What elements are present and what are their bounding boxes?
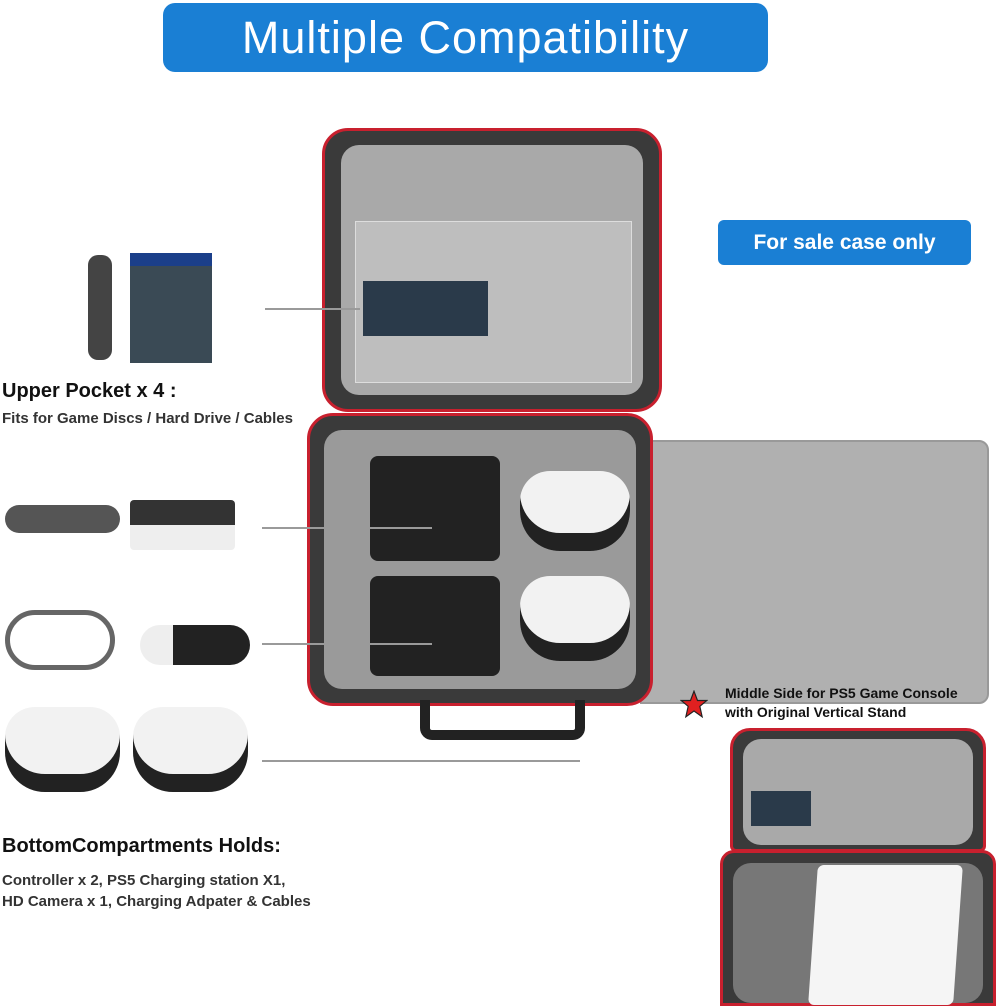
charging-station-image [130, 500, 235, 550]
controller-image [5, 707, 120, 792]
hdmi-cable-image [5, 610, 115, 670]
controller-in-case [520, 576, 630, 661]
title: Multiple Compatibility [241, 11, 690, 63]
pointer-line [265, 308, 360, 310]
controller-in-case [520, 471, 630, 551]
ps5-console [808, 865, 963, 1005]
sale-note-badge: For sale case only [718, 220, 971, 265]
case-handle [420, 700, 585, 740]
pointer-line [262, 527, 432, 529]
game-disc-image [130, 253, 212, 363]
middle-note-line-1: Middle Side for PS5 Game Console [725, 685, 958, 701]
case-flap [640, 440, 989, 704]
small-case-lower [720, 850, 996, 1006]
hd-camera-image [140, 625, 250, 665]
case-lower [307, 413, 653, 706]
bottom-detail-1: Controller x 2, PS5 Charging station X1, [2, 872, 286, 889]
cable-image [88, 255, 112, 360]
pointer-line [262, 643, 432, 645]
bottom-detail-2: HD Camera x 1, Charging Adpater & Cables [2, 893, 311, 910]
middle-note-line-2: with Original Vertical Stand [725, 704, 907, 720]
star-icon [680, 690, 708, 718]
bottom-compartments-heading: BottomCompartments Holds: [2, 835, 281, 857]
pointer-line [262, 760, 580, 762]
accessory-compartment [370, 456, 500, 561]
accessory-compartment [370, 576, 500, 676]
title-banner: Multiple Compatibility [163, 3, 768, 72]
sale-note: For sale case only [753, 230, 936, 254]
case-upper-lid [322, 128, 662, 412]
middle-side-note: Middle Side for PS5 Game Console with Or… [725, 684, 958, 722]
upper-pocket-detail: Fits for Game Discs / Hard Drive / Cable… [2, 410, 293, 427]
upper-pocket-heading: Upper Pocket x 4 : [2, 380, 177, 402]
power-adapter-image [5, 505, 120, 533]
controller-image [133, 707, 248, 792]
disc-in-pocket [363, 281, 488, 336]
small-case-lid [730, 728, 986, 852]
